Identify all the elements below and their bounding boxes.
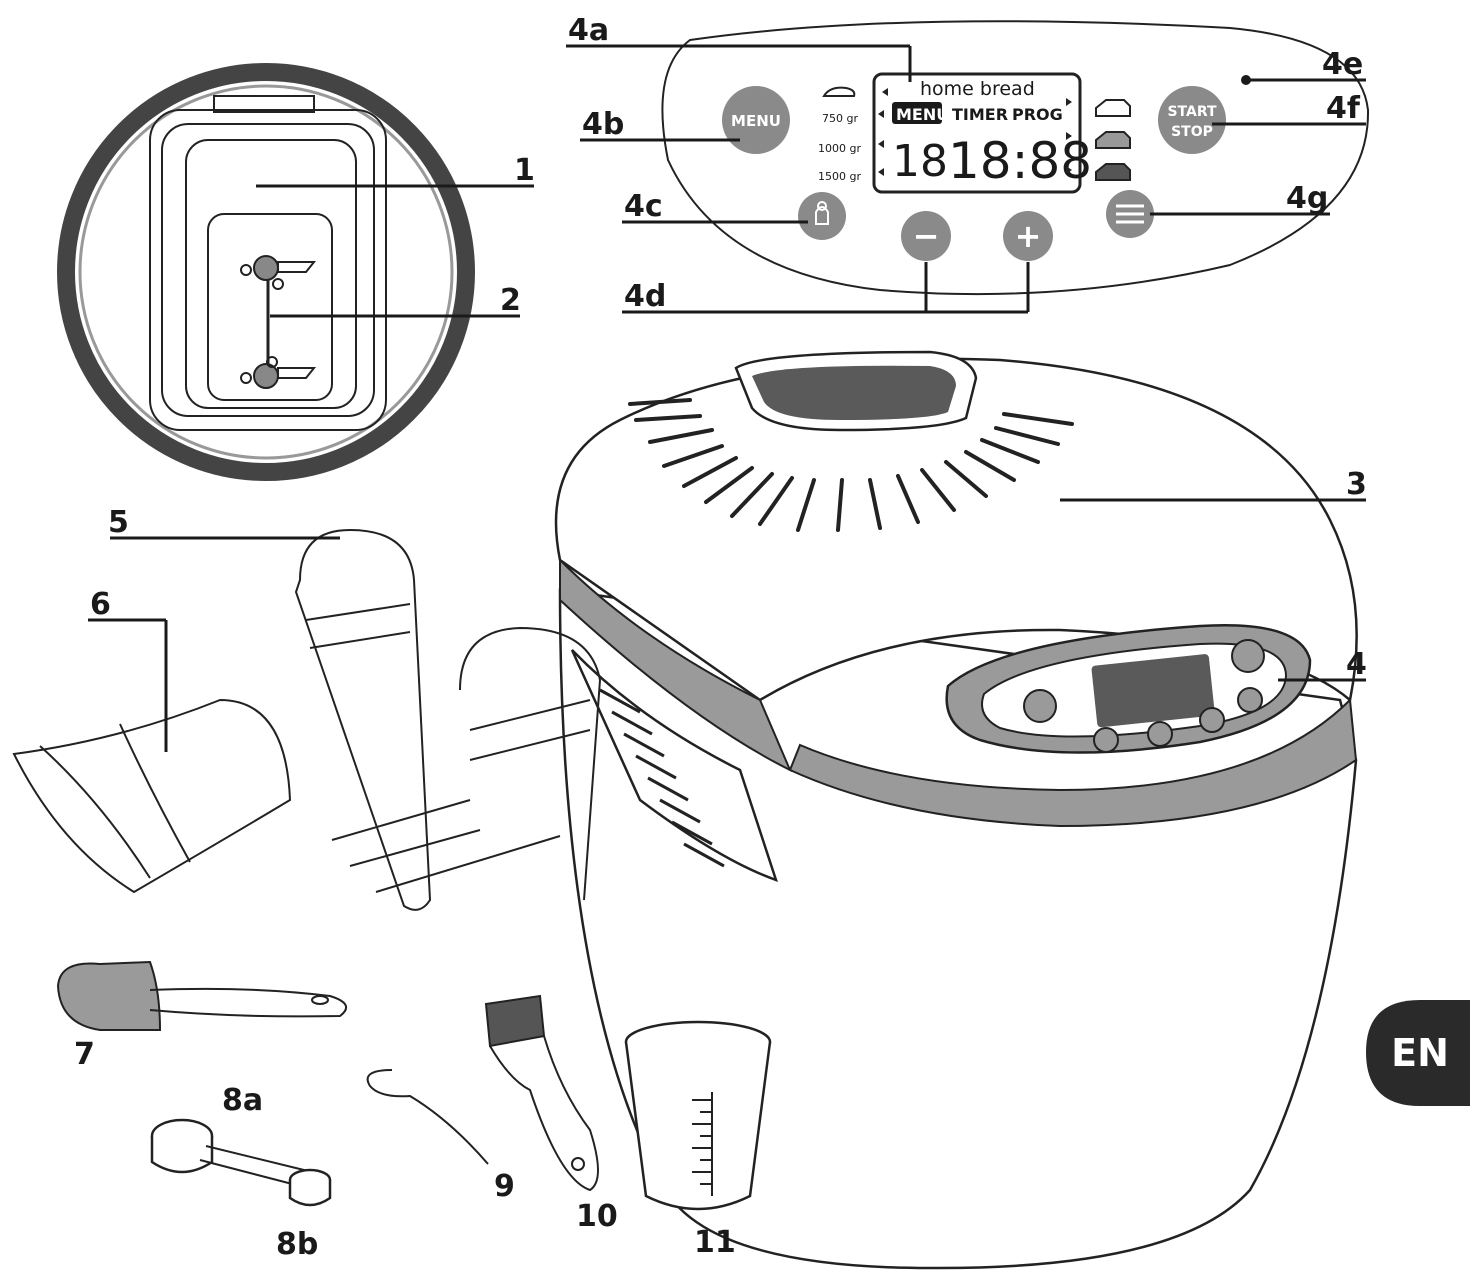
lid-viewing-window: [752, 365, 956, 420]
start-stop-button[interactable]: START STOP: [1158, 86, 1226, 154]
lcd-menu-label: MENU: [896, 105, 949, 124]
kneading-paddle-bottom: [240, 356, 317, 389]
pastry-brush: 10: [484, 994, 618, 1234]
menu-button[interactable]: MENU: [722, 86, 790, 154]
lcd-time-readout: 18:88: [948, 132, 1092, 190]
accessory-tray: 6: [12, 587, 292, 894]
measuring-cup: 11: [624, 1020, 772, 1260]
callout-3: 3: [1346, 467, 1367, 502]
callout-4a: 4a: [568, 13, 609, 48]
callout-5: 5: [108, 505, 129, 540]
paddle-removal-hook: 9: [366, 1069, 515, 1204]
callout-4b: 4b: [582, 107, 624, 142]
callout-11: 11: [694, 1225, 736, 1260]
callout-4c: 4c: [624, 189, 663, 224]
bread-pan-inset: 1 2: [57, 63, 535, 481]
crust-dark-icon: [1095, 163, 1131, 181]
control-panel-detail: home bread MENU TIMER PROG 18 18:88 750 …: [566, 13, 1370, 314]
svg-text:MENU: MENU: [731, 112, 781, 130]
crust-select-button[interactable]: [1106, 190, 1154, 238]
svg-text:EN: EN: [1391, 1031, 1449, 1075]
lcd-program-number: 18: [892, 136, 948, 187]
minus-button[interactable]: −: [901, 211, 951, 261]
accessory-basket: 5: [108, 505, 602, 911]
callout-4g: 4g: [1286, 181, 1328, 216]
loaf-small-icon: [822, 86, 856, 97]
callout-6: 6: [90, 587, 111, 622]
svg-text:−: −: [913, 217, 940, 255]
callout-4e: 4e: [1322, 47, 1363, 82]
svg-text:STOP: STOP: [1171, 124, 1213, 140]
weight-1000: 1000 gr: [818, 142, 861, 155]
plus-button[interactable]: +: [1003, 211, 1053, 261]
kneading-paddle-top: [240, 255, 317, 290]
callout-1: 1: [514, 153, 535, 188]
callout-2: 2: [500, 283, 521, 318]
language-tab: EN: [1366, 1000, 1470, 1106]
weight-1500: 1500 gr: [818, 170, 861, 183]
callout-4f: 4f: [1326, 91, 1361, 126]
callout-8b: 8b: [276, 1227, 318, 1262]
front-lcd-window: [1091, 654, 1215, 728]
weight-750: 750 gr: [822, 112, 858, 125]
svg-text:+: +: [1015, 217, 1042, 255]
lcd-timer-label: TIMER: [952, 105, 1008, 124]
weight-select-button[interactable]: [798, 192, 846, 240]
crust-light-icon: [1095, 99, 1131, 117]
hook-tool: 7: [56, 960, 348, 1072]
lid-vents: [628, 398, 1074, 532]
callout-8a: 8a: [222, 1083, 263, 1118]
callout-7: 7: [74, 1037, 95, 1072]
lcd-prog-label: PROG: [1012, 105, 1063, 124]
svg-text:START: START: [1167, 104, 1217, 120]
callout-10: 10: [576, 1199, 618, 1234]
callout-9: 9: [494, 1169, 515, 1204]
crust-medium-icon: [1095, 131, 1131, 149]
measuring-spoon: 8a 8b: [150, 1083, 332, 1262]
callout-4d: 4d: [624, 279, 666, 314]
callout-4: 4: [1346, 647, 1367, 682]
lcd-mode-label: home bread: [920, 78, 1035, 100]
